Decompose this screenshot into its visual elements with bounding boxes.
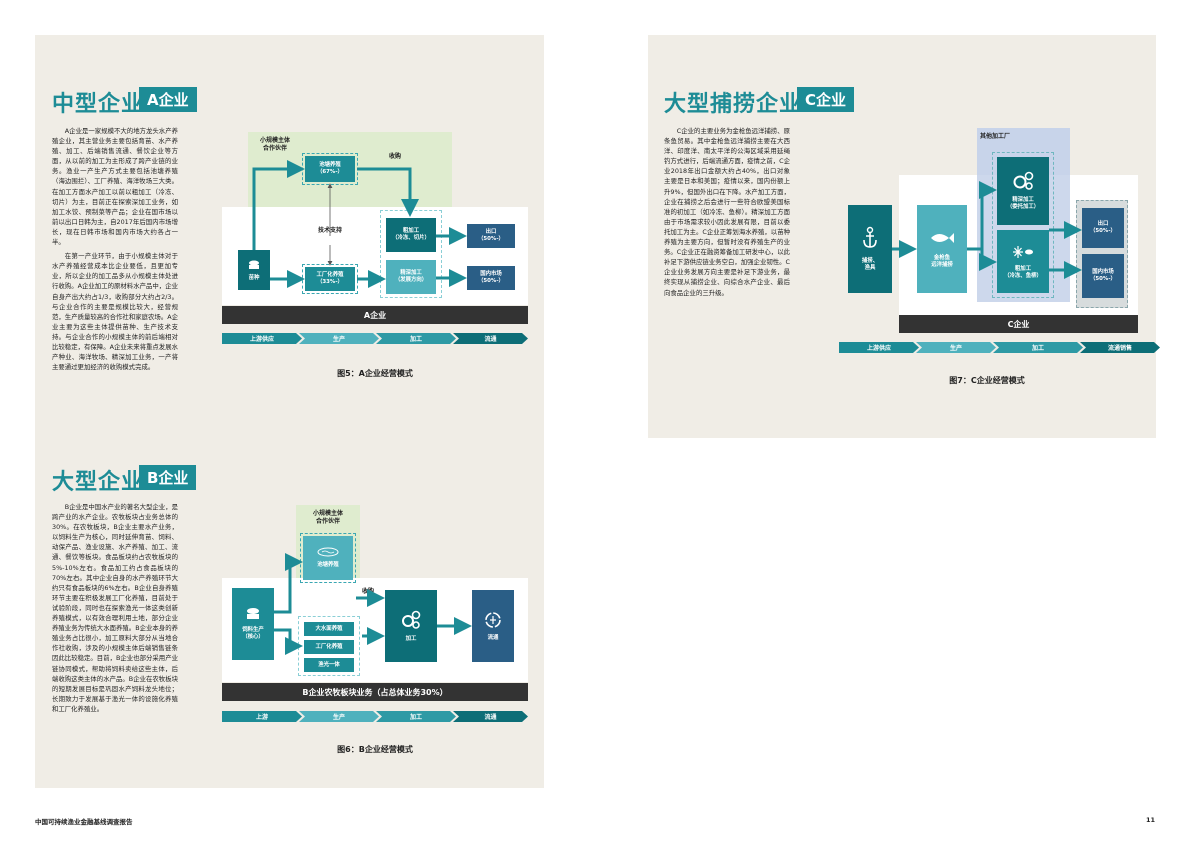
diagram-b-factory-box: 工厂化养殖 [304,640,354,654]
section-a-tag: A企业 [139,87,197,112]
gears-icon [402,610,421,629]
section-b-title: 大型企业 [52,470,145,495]
diagram-a-factory-box: 工厂化养殖 （33%-） [302,264,358,294]
diagram-c-deep-label: 精深加工 （委托加工） [1006,197,1040,210]
section-c-tag: C企业 [797,87,855,112]
feed-can-icon [247,608,259,619]
stage-processing: 加工 [376,711,456,722]
diagram-a-partner-title: 小规模主体 合作伙伴 [259,137,290,152]
figure-6-caption: 图6：B企业经营模式 [337,745,413,754]
section-c-body: C企业的主要业务为金枪鱼远洋捕捞、原条鱼贸易。其中金枪鱼远洋捕捞主要在大西洋、印… [664,126,790,302]
diagram-c-rough-box: 粗加工 （冷冻、鱼柳） [997,230,1049,293]
section-c-title: 大型捕捞企业 [664,92,803,117]
diagram-a-deep-box: 精深加工 （发展方向） [386,260,436,294]
diagram-b-process-box: 加工 [385,590,437,662]
section-a-paragraph-1: A企业是一家规模不大的地方龙头水产养殖企业，其主营业务主要包括育苗、水产养殖、加… [52,127,178,247]
diagram-c-tuna-label: 金枪鱼 远洋捕捞 [931,255,953,268]
diagram-c-other-factory-label: 其他加工厂 [980,133,1011,140]
diagram-a-seed-label: 苗种 [248,274,260,281]
stage-production: 生产 [299,333,379,344]
diagram-a-pond-box: 池塘养殖 （67%-） [302,153,358,185]
diagram-c-rough-label: 粗加工 （冷冻、鱼柳） [1004,265,1042,279]
diagram-b-circulation-box: 流通 [472,590,514,662]
diagram-b-feed-label: 饲料生产 （核心） [242,627,264,640]
recycle-icon [485,611,501,628]
stage-upstream: 上游供应 [839,342,919,353]
section-c-paragraph-1: C企业的主要业务为金枪鱼远洋捕捞、原条鱼贸易。其中金枪鱼远洋捕捞主要在大西洋、印… [664,127,790,297]
diagram-a-rough-box: 粗加工 （冷冻、切片） [386,218,436,252]
section-a-body: A企业是一家规模不大的地方龙头水产养殖企业，其主营业务主要包括育苗、水产养殖、加… [52,126,178,376]
section-b-tag: B企业 [139,465,197,490]
stage-sales: 流通销售 [1080,342,1160,353]
diagram-c-tuna-box: 金枪鱼 远洋捕捞 [917,205,967,293]
diagram-c-process-frame [992,152,1054,298]
diagram-a-seed-box: 苗种 [238,250,270,290]
diagram-b-lake-box: 大水面养殖 [304,622,354,636]
stage-circulation: 流通 [453,333,528,344]
diagram-c-domestic-box: 国内市场 （50%-） [1082,254,1124,298]
diagram-b-pond-label: 池塘养殖 [317,562,339,568]
diagram-a-stage-row: 上游供应 生产 加工 流通 [222,333,525,344]
stage-processing: 加工 [376,333,456,344]
section-b-paragraph-1: B企业是中国水产业的著名大型企业，是跨产业的水产企业。农牧板块占业务总体的30%… [52,503,178,713]
footer-report-title: 中国可持续渔业金融基线调查报告 [35,818,133,826]
stage-upstream: 上游 [222,711,302,722]
diagram-b-feed-box: 饲料生产 （核心） [232,588,274,660]
section-b-body: B企业是中国水产业的著名大型企业，是跨产业的水产企业。农牧板块占业务总体的30%… [52,502,178,718]
diagram-a-export-box: 出口 （50%-） [467,224,515,248]
diagram-b-circulation-label: 流通 [487,634,499,641]
anchor-icon [863,226,877,248]
diagram-a-buy-label: 收购 [388,153,401,160]
diagram-c-deep-box: 精深加工 （委托加工） [997,157,1049,225]
gears-icon [1013,171,1034,190]
stage-processing: 加工 [993,342,1083,353]
diagram-a-domestic-box: 国内市场 （50%-） [467,266,515,290]
stage-production: 生产 [916,342,996,353]
figure-5-caption: 图5：A企业经营模式 [337,369,413,378]
diagram-b-partner-title: 小规模主体 合作伙伴 [312,510,343,525]
diagram-b-process-label: 加工 [405,635,417,642]
pond-icon [317,547,339,557]
diagram-b-company-bar: B企业农牧板块业务（占总体业务30%） [222,683,528,701]
diagram-a-company-bar: A企业 [222,306,528,324]
footer-page-number: 11 [1146,816,1156,824]
stage-upstream: 上游供应 [222,333,302,344]
section-a-title: 中型企业 [52,92,145,117]
diagram-c-company-bar: C企业 [899,315,1138,333]
section-a-paragraph-2: 在第一产业环节，由于小规模主体对于水产养殖经营成本比企业要低，且更加专业，所以企… [52,252,178,372]
diagram-c-fishing-box: 捕捞、 渔具 [848,205,892,293]
snowflake-fish-icon [1013,245,1033,258]
diagram-b-pond-box: 池塘养殖 [300,533,356,583]
figure-7-caption: 图7：C企业经营模式 [949,376,1025,385]
diagram-c-fishing-label: 捕捞、 渔具 [861,258,879,271]
diagram-c-export-box: 出口 （50%-） [1082,208,1124,248]
fish-can-icon [249,260,259,269]
diagram-c-stage-row: 上游供应 生产 加工 流通销售 [839,342,1157,353]
diagram-b-stage-row: 上游 生产 加工 流通 [222,711,525,722]
tuna-fish-icon [931,233,954,243]
diagram-b-solar-box: 渔光一体 [304,658,354,672]
stage-production: 生产 [299,711,379,722]
stage-circulation: 流通 [453,711,528,722]
